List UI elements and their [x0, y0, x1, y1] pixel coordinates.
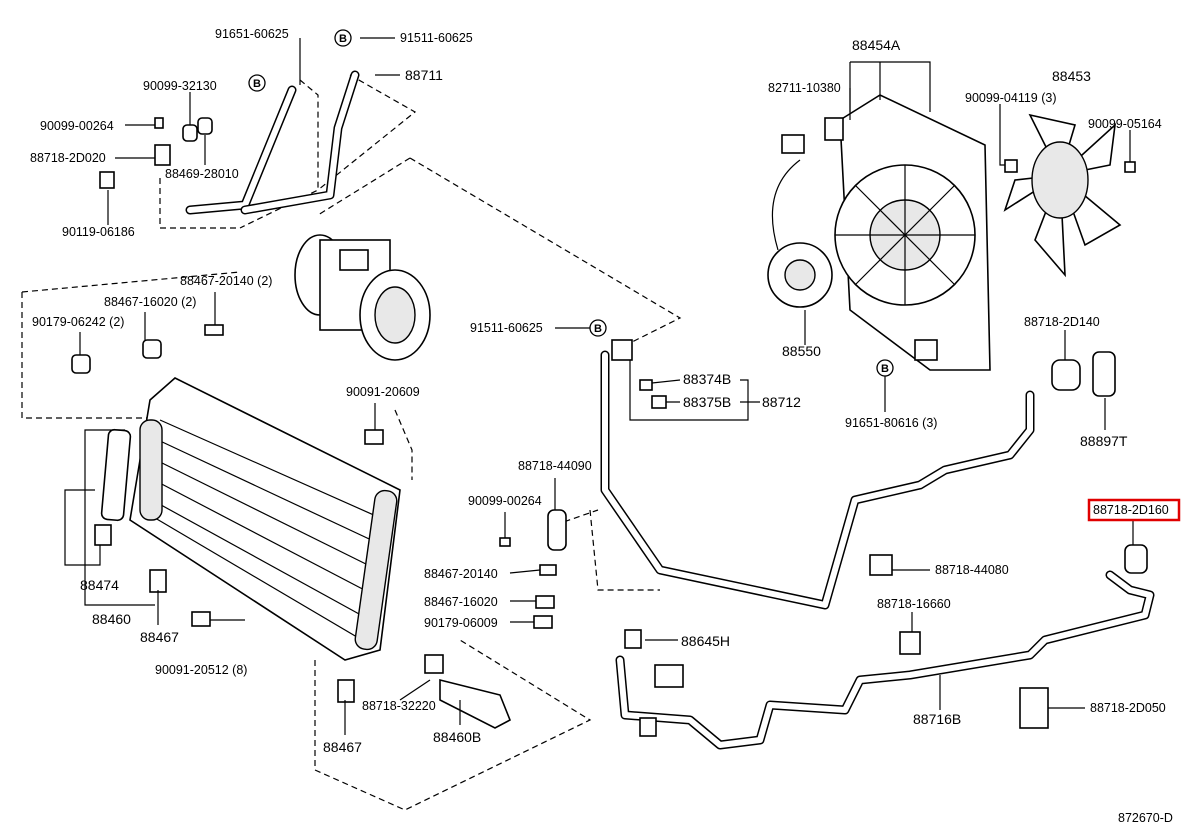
label-90179-06009[interactable]: 90179-06009 [424, 616, 498, 630]
label-90099-00264-a[interactable]: 90099-00264 [40, 119, 114, 133]
label-90179-06242[interactable]: 90179-06242 (2) [32, 315, 124, 329]
highlight-box-88718-2d160 [1087, 498, 1181, 522]
svg-text:B: B [339, 33, 347, 45]
label-88467-b[interactable]: 88467 [323, 739, 362, 755]
label-90099-32130[interactable]: 90099-32130 [143, 79, 217, 93]
label-88374b[interactable]: 88374B [683, 371, 731, 387]
diagram-id: 872670-D [1118, 811, 1173, 825]
svg-text:B: B [253, 78, 261, 90]
label-88645h[interactable]: 88645H [681, 633, 730, 649]
label-88467-16020-a[interactable]: 88467-16020 (2) [104, 295, 196, 309]
svg-text:B: B [594, 323, 602, 335]
label-88718-2d050[interactable]: 88718-2D050 [1090, 701, 1166, 715]
bolt-badge-1: B [334, 29, 352, 47]
label-91511-60625-mid[interactable]: 91511-60625 [470, 321, 543, 335]
label-91511-60625-top[interactable]: 91511-60625 [400, 31, 473, 45]
label-90091-20512[interactable]: 90091-20512 (8) [155, 663, 247, 677]
bolt-badge-3: B [589, 319, 607, 337]
label-88460[interactable]: 88460 [92, 611, 131, 627]
label-88467-20140-a[interactable]: 88467-20140 (2) [180, 274, 272, 288]
part-labels: 91651-60625 91511-60625 88711 90099-3213… [30, 27, 1173, 825]
compressor [294, 234, 431, 361]
label-91651-80616[interactable]: 91651-80616 (3) [845, 416, 937, 430]
label-88550[interactable]: 88550 [782, 343, 821, 359]
label-88718-16660[interactable]: 88718-16660 [877, 597, 951, 611]
label-90119-06186[interactable]: 90119-06186 [62, 225, 135, 239]
label-88460b[interactable]: 88460B [433, 729, 481, 745]
fan-88453[interactable] [1003, 113, 1122, 278]
label-88454a[interactable]: 88454A [852, 37, 901, 53]
label-88718-32220[interactable]: 88718-32220 [362, 699, 436, 713]
svg-text:B: B [881, 363, 889, 375]
label-90099-04119[interactable]: 90099-04119 (3) [965, 91, 1057, 105]
label-88716b[interactable]: 88716B [913, 711, 961, 727]
label-88718-44090[interactable]: 88718-44090 [518, 459, 592, 473]
hoses [185, 70, 1155, 750]
bolt-badge-2: B [248, 74, 266, 92]
label-88474[interactable]: 88474 [80, 577, 119, 593]
label-88712[interactable]: 88712 [762, 394, 801, 410]
bolt-badge-4: B [876, 359, 894, 377]
label-88711[interactable]: 88711 [405, 67, 443, 83]
label-88453[interactable]: 88453 [1052, 68, 1091, 84]
label-88718-2d160[interactable]: 88718-2D160 [1093, 503, 1169, 517]
label-88897t[interactable]: 88897T [1080, 433, 1128, 449]
bolt-badges: B B B B [248, 29, 894, 377]
label-88718-2d020[interactable]: 88718-2D020 [30, 151, 106, 165]
condenser-88460[interactable] [100, 377, 401, 661]
label-88467-16020-b[interactable]: 88467-16020 [424, 595, 498, 609]
label-82711-10380[interactable]: 82711-10380 [768, 81, 841, 95]
label-90099-00264-b[interactable]: 90099-00264 [468, 494, 542, 508]
label-88469-28010[interactable]: 88469-28010 [165, 167, 239, 181]
fan-shroud-88454a[interactable] [824, 94, 991, 371]
label-90091-20609[interactable]: 90091-20609 [346, 385, 420, 399]
small-parts [71, 117, 1148, 737]
label-88467-a[interactable]: 88467 [140, 629, 179, 645]
leader-lines [64, 37, 1134, 735]
label-90099-05164[interactable]: 90099-05164 [1088, 117, 1162, 131]
label-88375b[interactable]: 88375B [683, 394, 731, 410]
label-88467-20140-b[interactable]: 88467-20140 [424, 567, 498, 581]
fan-motor-88550[interactable] [767, 134, 833, 308]
label-88718-2d140[interactable]: 88718-2D140 [1024, 315, 1100, 329]
label-91651-60625[interactable]: 91651-60625 [215, 27, 289, 41]
label-88718-44080[interactable]: 88718-44080 [935, 563, 1009, 577]
